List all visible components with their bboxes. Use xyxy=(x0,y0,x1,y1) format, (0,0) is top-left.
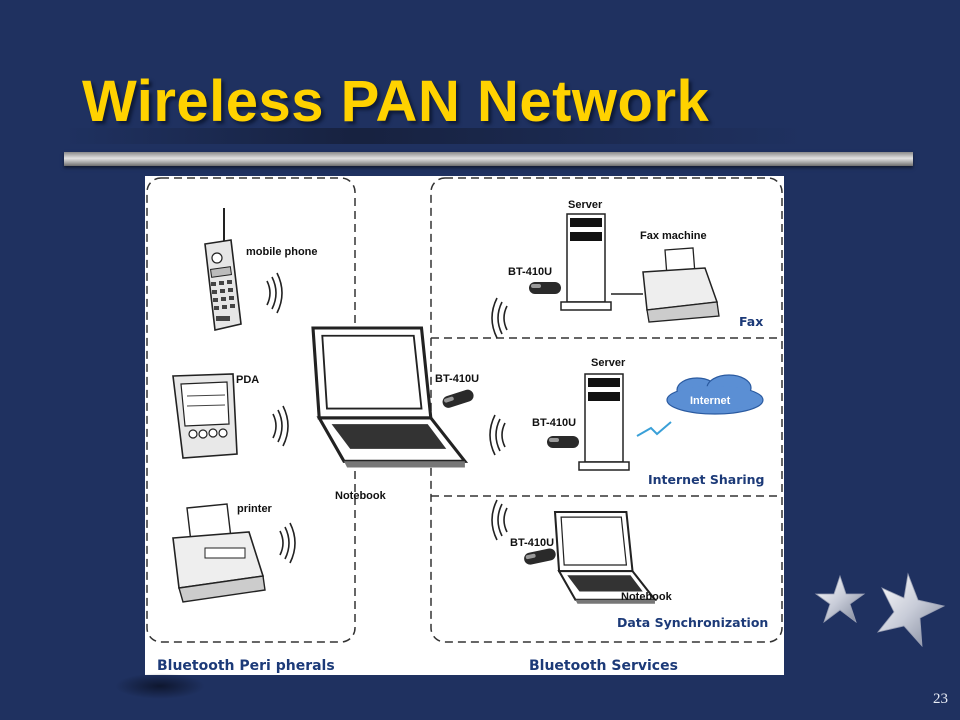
decorative-stars-icon xyxy=(814,572,946,648)
decorative-shadow xyxy=(115,673,205,699)
mobile-phone-label: mobile phone xyxy=(246,246,318,258)
center-notebook-icon xyxy=(311,326,467,470)
fax-section-title: Fax xyxy=(739,314,763,329)
fax-bt-label: BT-410U xyxy=(508,266,552,278)
printer-wave-icon xyxy=(279,522,296,564)
center-bt-label: BT-410U xyxy=(435,373,479,385)
center-wave-right-icon xyxy=(489,414,506,456)
internet-section-title: Internet Sharing xyxy=(648,472,765,487)
internet-cloud-label: Internet xyxy=(690,395,731,407)
internet-bt-label: BT-410U xyxy=(532,417,576,429)
internet-server-label: Server xyxy=(591,357,626,369)
fax-server-label: Server xyxy=(568,199,603,211)
sync-wave-icon xyxy=(491,499,508,541)
fax-machine-label: Fax machine xyxy=(640,230,707,242)
sync-bt-dongle-icon xyxy=(523,547,557,566)
services-group-label: Bluetooth Services xyxy=(529,658,678,674)
sync-bt-label: BT-410U xyxy=(510,537,554,549)
fax-machine-icon xyxy=(642,247,720,323)
wireless-pan-diagram: mobile phone PDA printer Notebook B xyxy=(145,176,784,675)
internet-bt-dongle-icon xyxy=(547,436,579,448)
center-bt-dongle-icon xyxy=(441,388,476,410)
pda-wave-icon xyxy=(272,405,289,447)
mobile-wave-icon xyxy=(266,272,283,314)
internet-link-icon xyxy=(636,421,672,437)
fax-bt-dongle-icon xyxy=(529,282,561,294)
internet-server-icon xyxy=(578,373,630,471)
internet-cloud-icon xyxy=(666,374,764,415)
mobile-phone-icon xyxy=(204,208,242,331)
slide-title: Wireless PAN Network xyxy=(82,69,710,134)
fax-wave-icon xyxy=(491,297,508,339)
pda-label: PDA xyxy=(236,374,259,386)
printer-label: printer xyxy=(237,503,273,515)
sync-notebook-label: Notebook xyxy=(621,591,673,603)
title-shadow xyxy=(64,128,804,144)
title-divider-bar xyxy=(64,152,913,166)
center-notebook-label: Notebook xyxy=(335,490,387,502)
fax-server-icon xyxy=(560,213,612,311)
peripherals-group-label: Bluetooth Peri pherals xyxy=(157,658,335,674)
printer-icon xyxy=(172,503,266,603)
page-number: 23 xyxy=(933,691,948,707)
sync-section-title: Data Synchronization xyxy=(617,615,768,630)
diagram-canvas: mobile phone PDA printer Notebook B xyxy=(146,177,783,674)
pda-icon xyxy=(172,373,238,459)
